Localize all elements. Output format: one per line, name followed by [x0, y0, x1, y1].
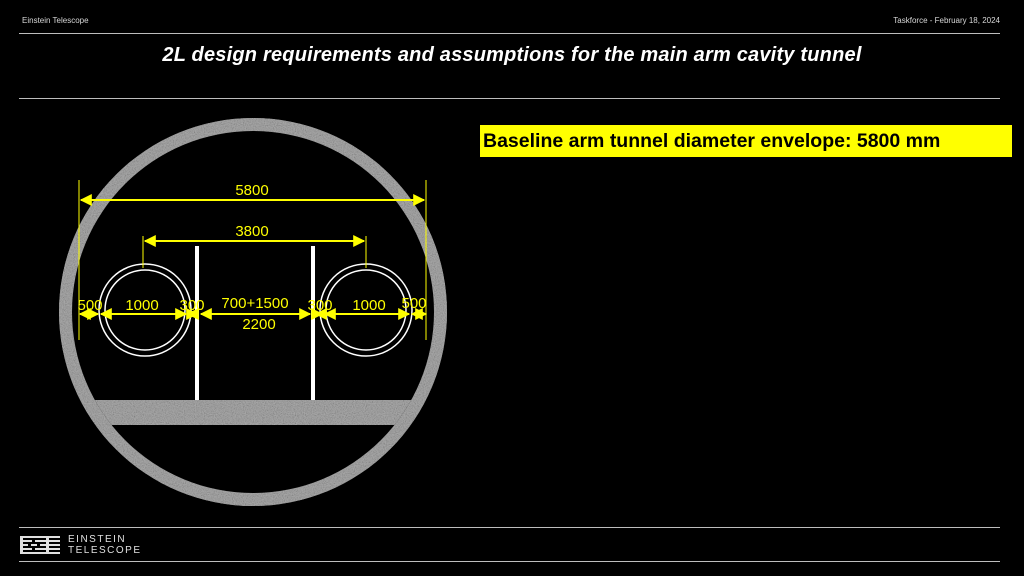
- header-divider: [19, 33, 1000, 34]
- header-right-text: Taskforce - February 18, 2024: [893, 16, 1000, 25]
- diameter-callout: Baseline arm tunnel diameter envelope: 5…: [480, 125, 1012, 157]
- header-left-text: Einstein Telescope: [22, 16, 89, 25]
- dim-left-gap-label: 300: [179, 297, 204, 314]
- footer-divider-bottom: [19, 561, 1000, 562]
- dim-left-pipe-label: 1000: [125, 297, 158, 314]
- dim-right-pipe-label: 1000: [352, 297, 385, 314]
- dimension-arrows: [78, 194, 428, 320]
- right-support-post: [311, 246, 315, 400]
- dim-right-gap-label: 300: [307, 297, 332, 314]
- einstein-telescope-logo-icon: [20, 536, 60, 560]
- logo-wordmark: EINSTEIN TELESCOPE: [68, 534, 142, 556]
- footer-divider-top: [19, 527, 1000, 528]
- concrete-tunnel-lining: [59, 118, 447, 506]
- dim-right-margin-label: 500: [401, 295, 426, 312]
- dim-left-margin-label: 500: [77, 297, 102, 314]
- slide-title: 2L design requirements and assumptions f…: [162, 44, 862, 66]
- left-support-post: [195, 246, 199, 400]
- logo-line-1: EINSTEIN: [68, 534, 127, 545]
- logo-line-2: TELESCOPE: [68, 545, 142, 556]
- dim-center-top-label: 700+1500: [221, 295, 288, 312]
- dim-total-label: 5800: [235, 182, 268, 199]
- dim-center-bottom-label: 2200: [242, 316, 275, 333]
- title-divider: [19, 98, 1000, 99]
- dim-inner-label: 3800: [235, 223, 268, 240]
